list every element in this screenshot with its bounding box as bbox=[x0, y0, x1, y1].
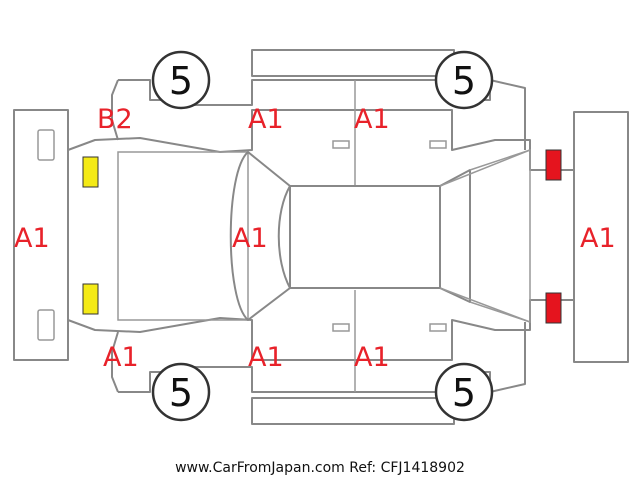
tire-front-left-number: 5 bbox=[452, 59, 476, 103]
rear-bumper bbox=[13, 109, 69, 361]
tire-rear-left: 5 bbox=[151, 50, 211, 110]
code-rear-bumper: A1 bbox=[14, 223, 50, 254]
code-rear-left-quarter: B2 bbox=[97, 104, 133, 135]
code-rear-right-door: A1 bbox=[248, 342, 284, 373]
front-lamp-top bbox=[545, 149, 562, 181]
car-body bbox=[67, 79, 575, 393]
rear-lamps bbox=[82, 156, 99, 315]
code-front-left-door: A1 bbox=[354, 104, 390, 135]
code-rear-right-quarter: A1 bbox=[103, 342, 139, 373]
tire-rear-right-number: 5 bbox=[169, 371, 193, 415]
rear-lamp-bottom bbox=[82, 283, 99, 315]
tire-front-left: 5 bbox=[434, 50, 494, 110]
reference-footer: www.CarFromJapan.com Ref: CFJ1418902 bbox=[175, 460, 465, 476]
tire-rear-left-number: 5 bbox=[169, 59, 193, 103]
rear-lamp-top bbox=[82, 156, 99, 188]
front-lamp-bottom bbox=[545, 292, 562, 324]
front-lamps bbox=[545, 149, 562, 324]
tire-rear-right: 5 bbox=[151, 362, 211, 422]
code-front-bumper: A1 bbox=[580, 223, 616, 254]
tire-front-right-number: 5 bbox=[452, 371, 476, 415]
code-roof: A1 bbox=[232, 223, 268, 254]
tire-front-right: 5 bbox=[434, 362, 494, 422]
code-front-right-door: A1 bbox=[354, 342, 390, 373]
code-rear-left-door: A1 bbox=[248, 104, 284, 135]
